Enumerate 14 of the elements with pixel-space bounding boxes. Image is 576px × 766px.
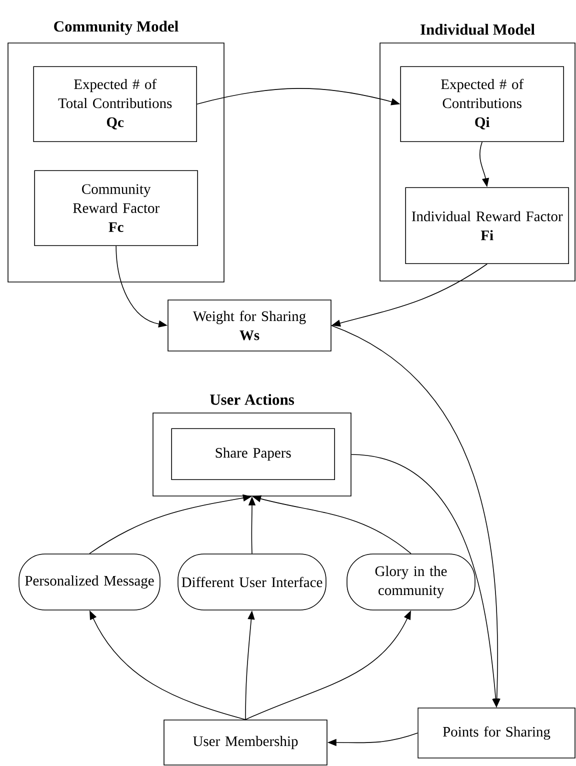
process-box: Individual Reward Factor Fi [405,187,569,264]
node-label: Individual Model [420,24,535,35]
process-box: Expected # of Total Contributions Qc [33,66,197,142]
node-label: Community Model [54,20,178,35]
process-box: User Membership [164,720,328,766]
process-box: Expected # of Contributions Qi [400,66,564,142]
process-box: Weight for Sharing Ws [168,300,332,352]
node-label: User Actions [210,394,294,405]
rounded-box: Different User Interface [178,554,326,610]
process-box: Share Papers [171,428,335,480]
rounded-box: Personalized Message [18,554,160,610]
rounded-box: Glory in the community [346,554,476,610]
process-box: Community Reward Factor Fc [34,170,198,246]
process-box: Points for Sharing [418,708,576,758]
